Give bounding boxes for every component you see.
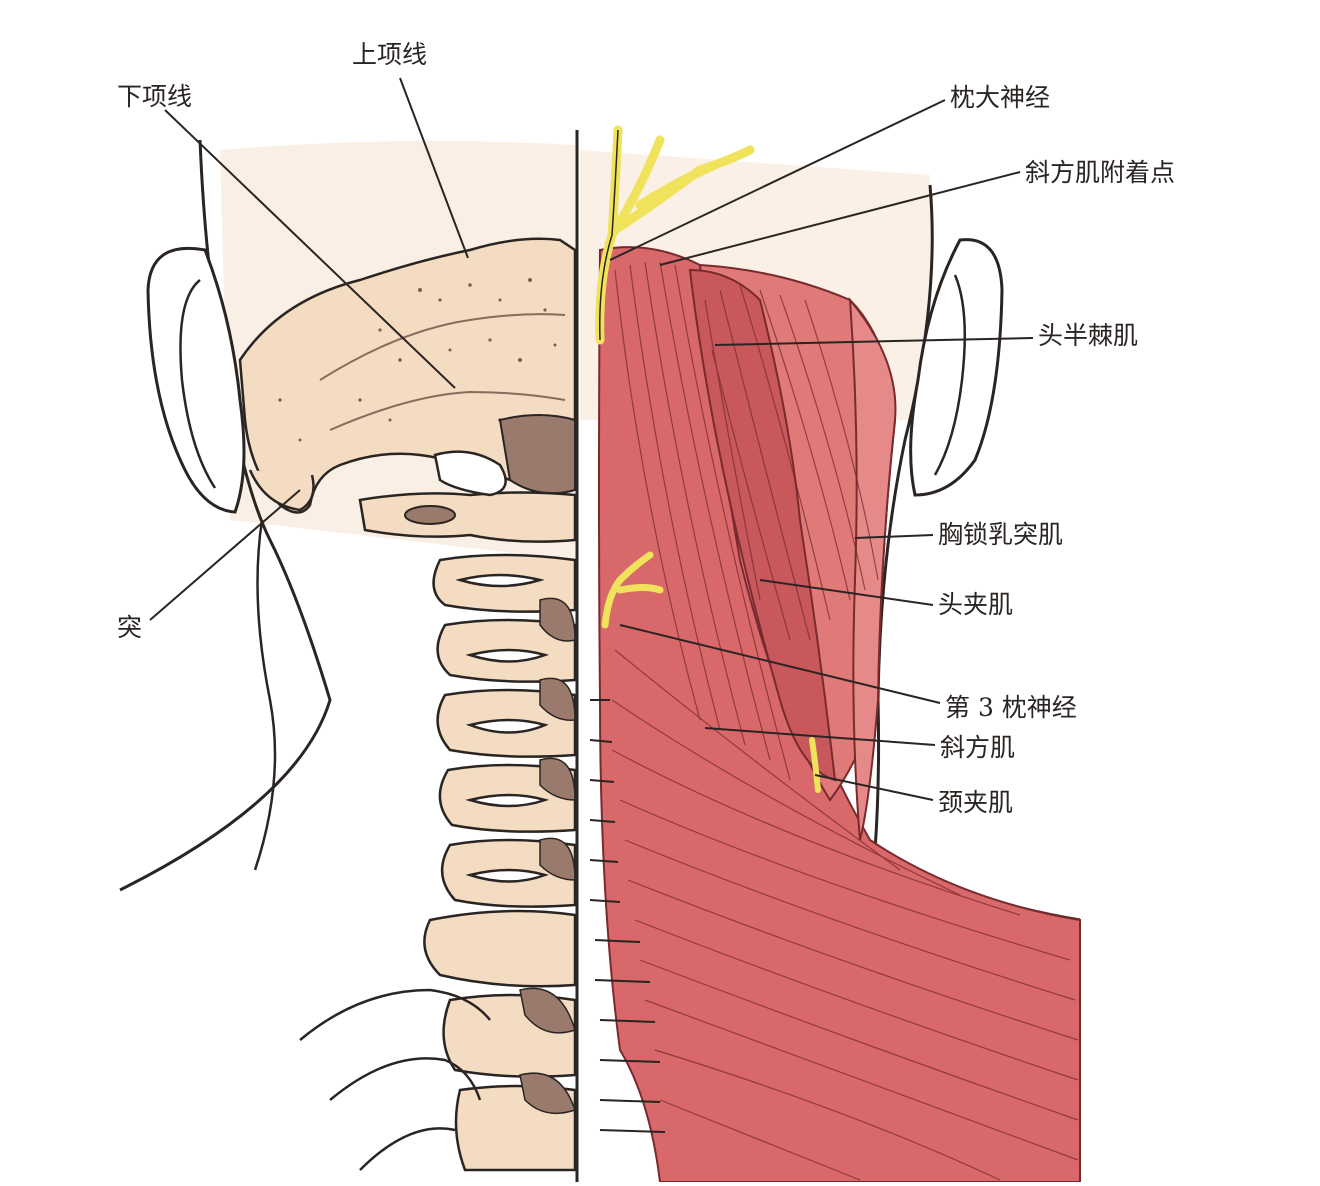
mastoid-process bbox=[248, 469, 315, 512]
leader-trapezius bbox=[704, 727, 936, 746]
leader-gon bbox=[609, 99, 946, 261]
left-ear bbox=[146, 246, 246, 514]
label-upper-nuchal-line: 上项线 bbox=[352, 40, 428, 69]
vertebra-shadows bbox=[519, 597, 576, 1115]
muscle-fibers bbox=[611, 261, 1079, 1181]
leader-trap-attach bbox=[659, 171, 1021, 266]
leader-splenius-cer bbox=[814, 774, 934, 801]
label-mastoid: 突 bbox=[117, 613, 143, 642]
leader-splenius-cap bbox=[759, 579, 934, 606]
label-splenius-cervicis: 颈夹肌 bbox=[938, 788, 1014, 817]
left-neck-inner-contour bbox=[253, 519, 277, 871]
left-rib-contour-2 bbox=[329, 1057, 482, 1101]
upper-nuchal-ridge bbox=[319, 313, 566, 381]
label-splenius-capitis: 头夹肌 bbox=[938, 590, 1014, 619]
third-occipital-nerve bbox=[601, 551, 664, 629]
left-rib-contour-3 bbox=[359, 1127, 456, 1171]
label-trapezius: 斜方肌 bbox=[940, 733, 1016, 762]
disc-c2 bbox=[455, 573, 545, 588]
leader-scm bbox=[854, 534, 934, 539]
leader-lines bbox=[149, 77, 1034, 801]
right-ear bbox=[909, 238, 1004, 497]
disc-c3 bbox=[465, 648, 550, 663]
label-lower-nuchal-line: 下项线 bbox=[117, 82, 193, 111]
nuchal-ligament-marks bbox=[589, 699, 666, 1133]
leader-lower-nuchal bbox=[164, 109, 456, 389]
disc-c5 bbox=[465, 793, 550, 808]
leader-upper-nuchal bbox=[399, 77, 469, 259]
atlas-vertebra bbox=[358, 491, 577, 543]
label-semispinalis-capitis: 头半棘肌 bbox=[1038, 321, 1139, 350]
atlas-foramen bbox=[404, 505, 456, 525]
leader-semispinalis bbox=[714, 337, 1034, 346]
greater-occipital-nerve-outline bbox=[599, 129, 619, 341]
left-ear-fold bbox=[179, 279, 217, 489]
disc-c6 bbox=[465, 868, 550, 883]
vertebra-c7 bbox=[423, 909, 577, 988]
sternocleidomastoid-muscle bbox=[848, 296, 897, 841]
leader-third-occ bbox=[619, 624, 941, 704]
atlas-shadow bbox=[498, 414, 576, 495]
left-rib-contour bbox=[299, 988, 491, 1041]
label-greater-occipital-nerve: 枕大神经 bbox=[950, 83, 1051, 112]
lower-nerve-segment bbox=[809, 737, 821, 793]
label-sternocleidomastoid: 胸锁乳突肌 bbox=[938, 520, 1064, 549]
right-ear-fold bbox=[933, 274, 967, 476]
label-trapezius-attachment: 斜方肌附着点 bbox=[1025, 158, 1176, 187]
leader-mastoid bbox=[149, 489, 301, 621]
axis-vertebra bbox=[433, 450, 507, 497]
disc-c4 bbox=[465, 718, 549, 734]
lower-nuchal-ridge bbox=[329, 390, 566, 431]
label-third-occipital-nerve: 第 3 枕神经 bbox=[945, 693, 1077, 722]
